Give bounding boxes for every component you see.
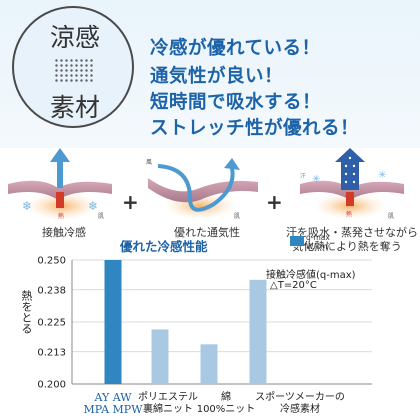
y-tick-label-4: 0.200 (37, 380, 66, 391)
headline-1: 冷感が優れている！ (150, 38, 321, 59)
feature-1-skin-small: 肌 (98, 213, 104, 220)
cool-material-badge: 涼感 素材 (12, 6, 134, 128)
x-label-1: AY AW MPA MPW (78, 392, 148, 416)
bar-3 (249, 279, 267, 384)
legend-text: q-max W/cm² (306, 233, 346, 251)
annotation-line-1: 接触冷感値(q-max) (266, 270, 356, 281)
x-label-3-line1: 綿 (221, 392, 231, 403)
legend-line-1: q-max (306, 233, 330, 242)
airflow-icon (148, 158, 258, 219)
bar-0 (104, 260, 122, 384)
bar-1 (151, 329, 169, 384)
svg-text:✳: ✳ (312, 174, 320, 185)
svg-text:❄: ❄ (22, 199, 32, 213)
feature-3-sweat-small: 汗 (300, 172, 306, 180)
x-label-3: 綿 100%ニット (196, 392, 256, 416)
y-axis-label: 熱をとる (20, 290, 33, 334)
cool-touch-icon: ❄ ❄ (8, 148, 112, 220)
feature-3-label-line2: 気化熱により熱を奪う (292, 240, 402, 253)
plus-sign-1: + (122, 190, 139, 214)
annotation-line-2: △T=20°C (270, 280, 317, 291)
badge-bottom-text: 素材 (49, 93, 100, 122)
feature-illustrations: ❄ ❄ 熱 肌 風 肌 ✳ ✳ 汗 熱 肌 (8, 148, 404, 220)
feature-1-label: 接触冷感 (42, 226, 86, 239)
y-tick-label-2: 0.225 (37, 318, 66, 329)
chart-title: 優れた冷感性能 (120, 239, 208, 254)
x-label-2: ポリエステル 裏綿ニット (130, 392, 206, 416)
x-label-3-line2: 100%ニット (196, 404, 256, 415)
plus-sign-2: + (266, 190, 283, 214)
x-label-4-line1: スポーツメーカーの (255, 392, 345, 403)
bar-2 (200, 344, 218, 384)
y-tick-label-1: 0.238 (37, 285, 66, 296)
svg-text:❄: ❄ (88, 199, 98, 213)
y-tick-label-0: 0.250 (37, 256, 66, 267)
x-label-4-line2: 冷感素材 (280, 404, 320, 415)
badge-top-text: 涼感 (49, 23, 100, 52)
x-label-4: スポーツメーカーの 冷感素材 (250, 392, 350, 416)
legend-line-2: W/cm² (306, 241, 331, 251)
feature-3-heat-small: 熱 (346, 210, 352, 218)
x-label-1-line2: MPA MPW (83, 403, 143, 416)
badge-dot-pattern (54, 58, 94, 84)
bar-chart: 0.250 0.238 0.225 0.213 0.200 (37, 256, 372, 391)
headline-4: ストレッチ性が優れる！ (150, 118, 360, 139)
headline-2: 通気性が良い！ (150, 66, 284, 87)
sweat-evaporation-icon: ✳ ✳ (300, 148, 404, 219)
y-tick-label-3: 0.213 (37, 347, 66, 358)
feature-2-label: 優れた通気性 (174, 226, 240, 239)
x-label-1-line1: AY AW (94, 391, 132, 404)
feature-3-label-line1: 汗を吸水・蒸発させながら (286, 226, 418, 239)
feature-2-wind-small: 風 (146, 159, 152, 166)
svg-text:✳: ✳ (378, 170, 386, 181)
legend-swatch (290, 236, 304, 246)
headline-3: 短時間で吸水する！ (150, 92, 322, 113)
feature-2-skin-small: 肌 (234, 213, 240, 220)
x-label-2-line1: ポリエステル (138, 392, 198, 403)
feature-1-heat-small: 熱 (58, 212, 64, 220)
x-label-2-line2: 裏綿ニット (143, 404, 193, 415)
feature-3-skin-small: 肌 (388, 213, 394, 220)
